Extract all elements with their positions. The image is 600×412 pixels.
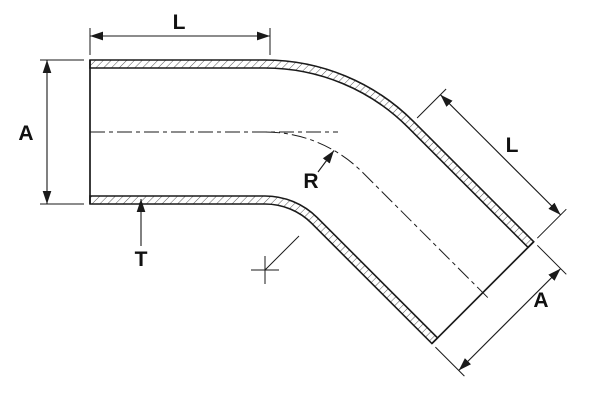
radius-line (264, 235, 300, 271)
extension-line (416, 88, 567, 239)
dimension-bend-radius: R (303, 150, 335, 193)
label-left-diameter: A (18, 122, 33, 145)
label-diagonal-length: L (506, 134, 519, 157)
diagonal-centerline (362, 172, 491, 301)
bend-center-mark (251, 235, 300, 284)
label-bend-radius: R (303, 170, 318, 193)
label-wall-thickness: T (135, 248, 148, 271)
dimension-wall-thickness: T (135, 199, 148, 271)
extension-line (435, 244, 567, 377)
hose-body (89, 59, 535, 345)
label-top-length: L (173, 11, 186, 34)
dimension-diagonal-diameter: A (435, 244, 567, 377)
label-diagonal-diameter: A (533, 289, 548, 312)
bend-centerline-arc (264, 131, 363, 173)
dimension-left-diameter: A (18, 59, 84, 205)
dimension-diagonal-length: L (416, 88, 567, 239)
dimension-top-length: L (89, 11, 271, 55)
dimension-line (440, 94, 561, 216)
centerlines (90, 131, 491, 301)
leader-line (317, 150, 335, 173)
dimension-line (458, 268, 561, 371)
